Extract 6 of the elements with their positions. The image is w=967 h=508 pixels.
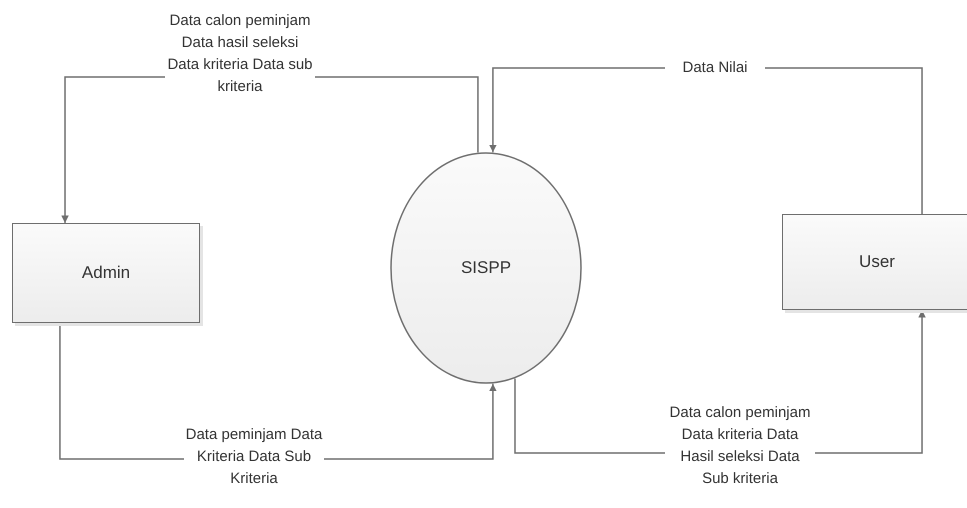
process-circle <box>390 152 582 384</box>
node-label: SISPP <box>460 258 512 278</box>
node-label: User <box>859 252 895 272</box>
node-label: Admin <box>82 263 130 283</box>
entity-box <box>782 214 967 310</box>
entity-box <box>12 223 200 323</box>
